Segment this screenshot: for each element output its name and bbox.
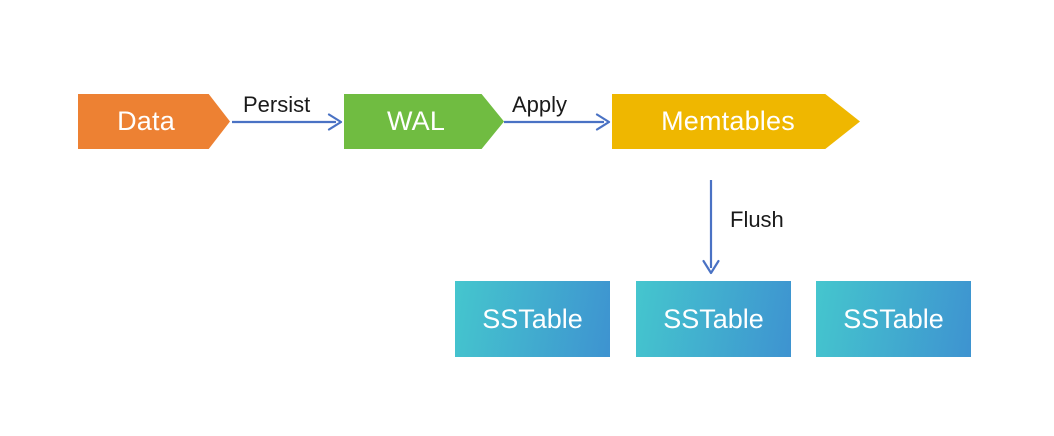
edge-label-apply: Apply	[512, 92, 568, 117]
node-data-label: Data	[117, 106, 175, 136]
node-memtables[interactable]: Memtables	[612, 94, 860, 149]
node-wal[interactable]: WAL	[344, 94, 504, 149]
connector-apply	[504, 113, 611, 131]
connector-flush	[702, 180, 720, 275]
node-sstable-1-label: SSTable	[482, 303, 583, 334]
node-sstable-2[interactable]: SSTable	[636, 281, 791, 357]
node-sstable-2-label: SSTable	[663, 303, 764, 334]
node-sstable-3-label: SSTable	[843, 303, 944, 334]
edge-label-flush: Flush	[730, 207, 784, 232]
node-sstable-1[interactable]: SSTable	[455, 281, 610, 357]
node-sstable-3[interactable]: SSTable	[816, 281, 971, 357]
node-data[interactable]: Data	[78, 94, 230, 149]
edge-label-persist: Persist	[243, 92, 311, 117]
node-memtables-label: Memtables	[661, 106, 795, 136]
node-wal-label: WAL	[386, 106, 446, 136]
connector-persist	[232, 113, 343, 131]
